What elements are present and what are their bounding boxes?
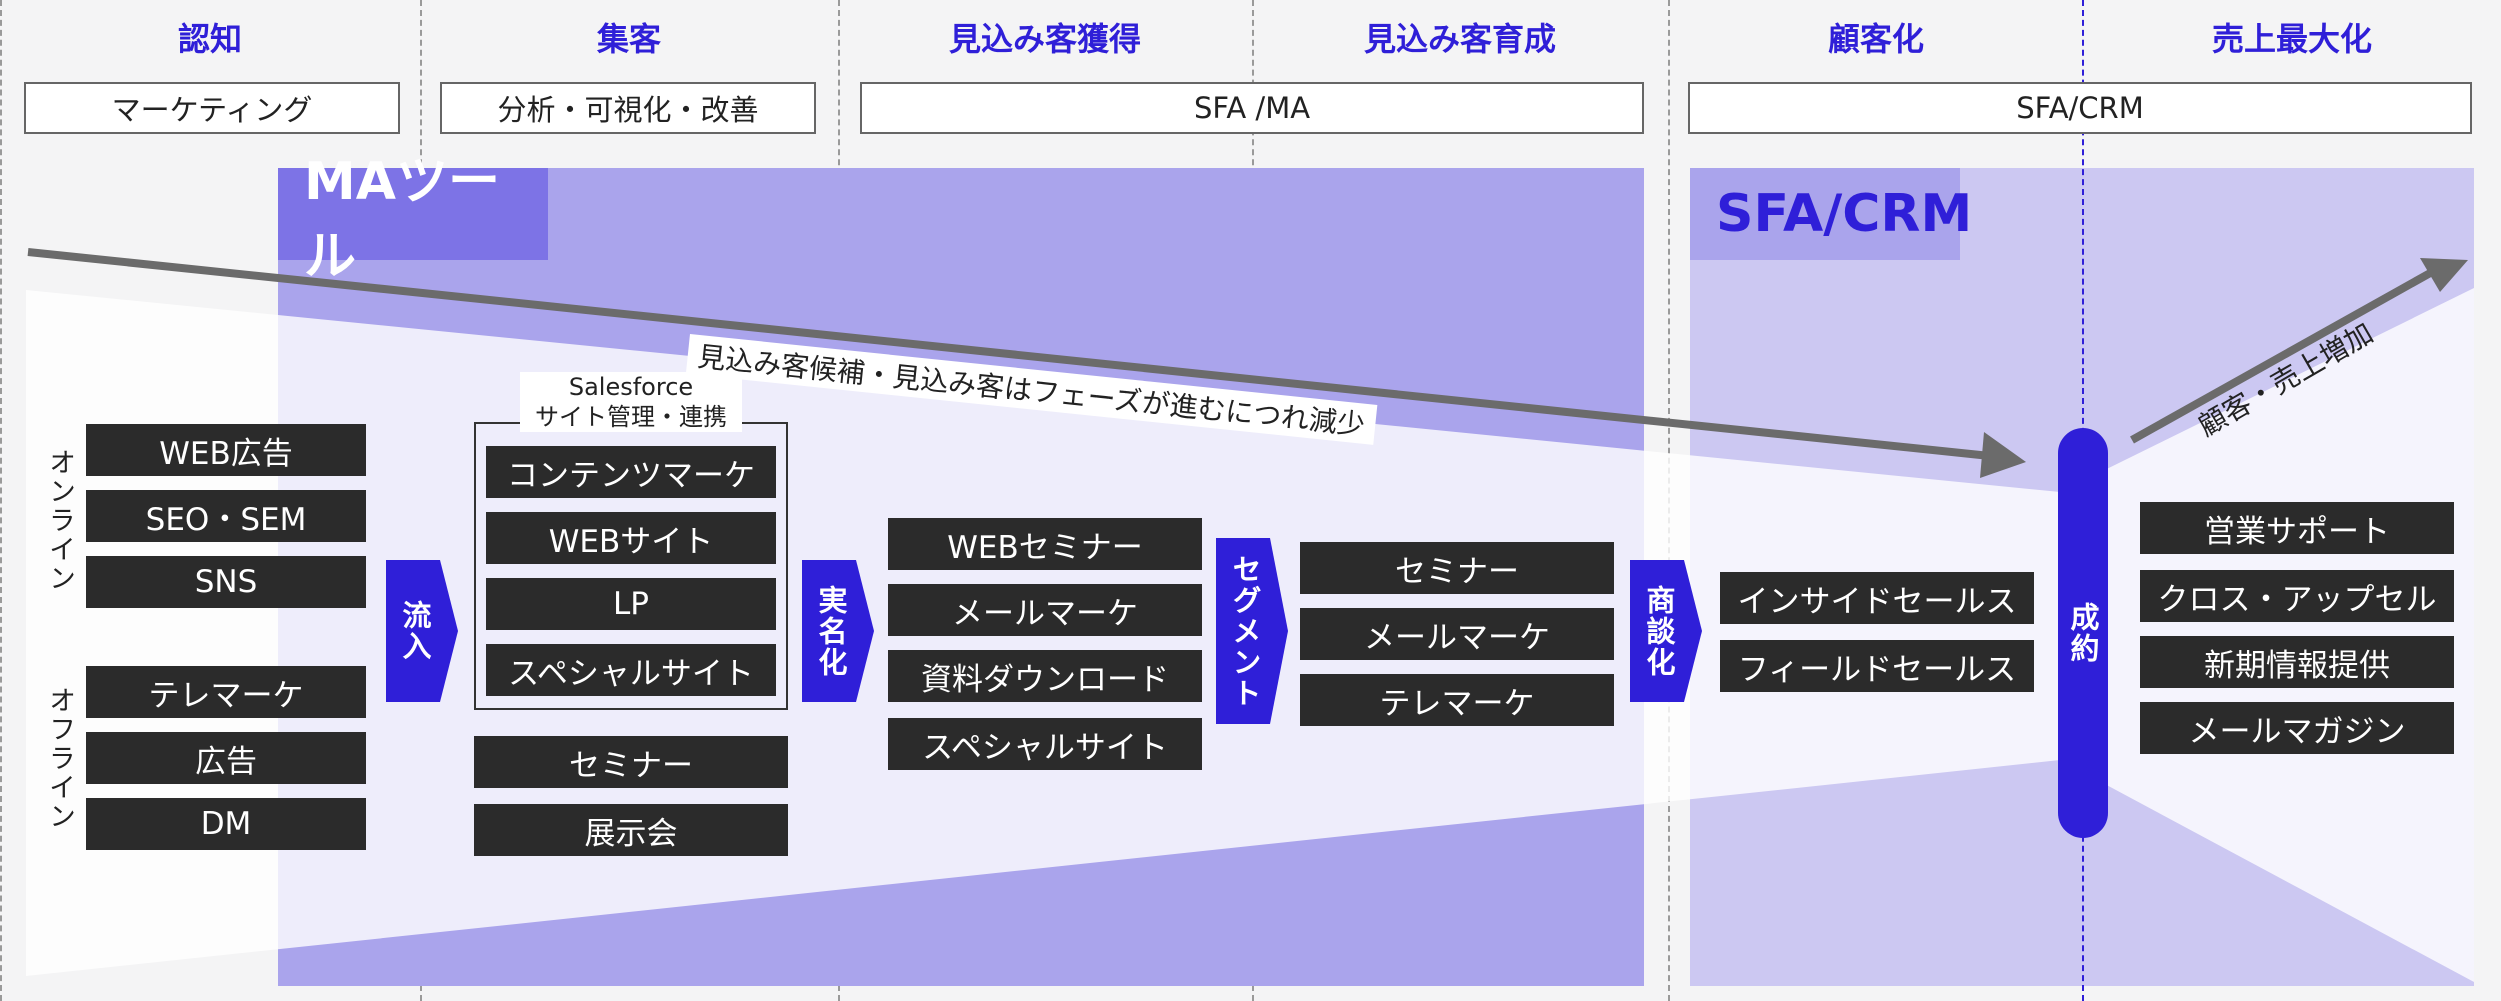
stage-inflow: 流入 — [386, 560, 458, 702]
max-sales-support: 営業サポート — [2140, 502, 2454, 554]
channel-dm: DM — [86, 798, 366, 850]
stage-real-name-label: 実名化 — [814, 584, 848, 678]
acquisition-special-site: スペシャルサイト — [888, 718, 1202, 770]
attraction-seminar: セミナー — [474, 736, 788, 788]
stage-contract — [2058, 428, 2108, 838]
acquisition-email-marketing: メールマーケ — [888, 584, 1202, 636]
phase-divider — [0, 0, 2, 1001]
attraction-lp: LP — [486, 578, 776, 630]
phase-sales-maximization: 売上最大化 — [2211, 20, 2372, 58]
sales-inside-sales: インサイドセールス — [1720, 572, 2034, 624]
max-cross-upsell: クロス・アップセル — [2140, 570, 2454, 622]
salesforce-group-title: Salesforce サイト管理・連携 — [520, 372, 742, 432]
channel-web-ad: WEB広告 — [86, 424, 366, 476]
offline-label: オフライン — [44, 686, 75, 831]
max-mail-magazine: メールマガジン — [2140, 702, 2454, 754]
stage-negotiation-label: 商談化 — [1642, 584, 1676, 678]
stage-real-name: 実名化 — [802, 560, 874, 702]
channel-telemarketing: テレマーケ — [86, 666, 366, 718]
phase-prospect-acquisition: 見込み客獲得 — [948, 20, 1141, 58]
category-marketing: マーケティング — [24, 82, 400, 134]
phase-attraction: 集客 — [596, 20, 661, 58]
sfa-crm-tool-label: SFA/CRM — [1690, 168, 1972, 260]
channel-seo-sem: SEO・SEM — [86, 490, 366, 542]
phase-awareness: 認知 — [177, 20, 242, 58]
stage-segment-label: セグメント — [1228, 553, 1262, 709]
channel-advertising: 広告 — [86, 732, 366, 784]
channel-sns: SNS — [86, 556, 366, 608]
salesforce-title-line1: Salesforce — [568, 373, 694, 401]
category-sfa-crm: SFA/CRM — [1688, 82, 2472, 134]
attraction-special-site: スペシャルサイト — [486, 644, 776, 696]
max-new-info: 新期情報提供 — [2140, 636, 2454, 688]
nurturing-seminar: セミナー — [1300, 542, 1614, 594]
stage-inflow-label: 流入 — [398, 600, 432, 662]
nurturing-email-marketing: メールマーケ — [1300, 608, 1614, 660]
category-analysis: 分析・可視化・改善 — [440, 82, 816, 134]
stage-contract-label: 成約 — [2066, 602, 2100, 664]
attraction-content-marketing: コンテンツマーケ — [486, 446, 776, 498]
salesforce-title-line2: サイト管理・連携 — [535, 403, 727, 431]
attraction-website: WEBサイト — [486, 512, 776, 564]
acquisition-document-download: 資料ダウンロード — [888, 650, 1202, 702]
category-sfa-ma: SFA /MA — [860, 82, 1644, 134]
acquisition-web-seminar: WEBセミナー — [888, 518, 1202, 570]
stage-negotiation: 商談化 — [1630, 560, 1702, 702]
phase-customerization: 顧客化 — [1827, 20, 1924, 58]
sales-field-sales: フィールドセールス — [1720, 640, 2034, 692]
phase-prospect-nurturing: 見込み客育成 — [1363, 20, 1556, 58]
nurturing-telemarketing: テレマーケ — [1300, 674, 1614, 726]
attraction-exhibition: 展示会 — [474, 804, 788, 856]
stage-segment: セグメント — [1216, 538, 1288, 724]
online-label: オンライン — [44, 448, 75, 593]
